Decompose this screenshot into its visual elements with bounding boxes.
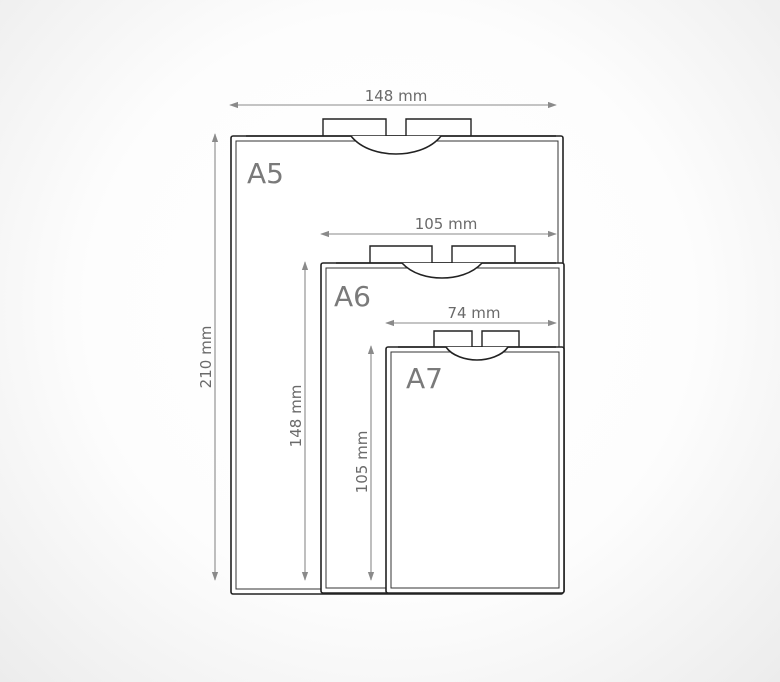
holder-a6-notch <box>336 262 556 279</box>
dimension-a5-height-label: 210 mm <box>197 326 215 389</box>
dimension-a7-width-label: 74 mm <box>447 304 500 322</box>
dimension-a7-height: 105 mm <box>353 345 375 581</box>
dimension-a7-height-label: 105 mm <box>353 431 371 494</box>
holder-a7-notch <box>398 346 556 361</box>
dimension-a5-width: 148 mm <box>229 87 557 109</box>
holder-a5-notch <box>246 135 556 155</box>
dimension-a6-width-label: 105 mm <box>415 215 478 233</box>
dimension-a6-width: 105 mm <box>320 215 557 238</box>
dimension-a5-width-label: 148 mm <box>365 87 428 105</box>
label-a7: A7 <box>406 362 443 395</box>
dimension-a6-height: 148 mm <box>287 261 309 581</box>
label-a6: A6 <box>334 280 371 313</box>
dimension-a5-height: 210 mm <box>197 133 219 581</box>
holder-a5-tab <box>322 118 472 137</box>
dimension-a6-height-label: 148 mm <box>287 385 305 448</box>
dimension-a7-width: 74 mm <box>385 304 557 327</box>
label-a5: A5 <box>247 157 284 190</box>
holder-a7: A7 <box>385 330 565 594</box>
